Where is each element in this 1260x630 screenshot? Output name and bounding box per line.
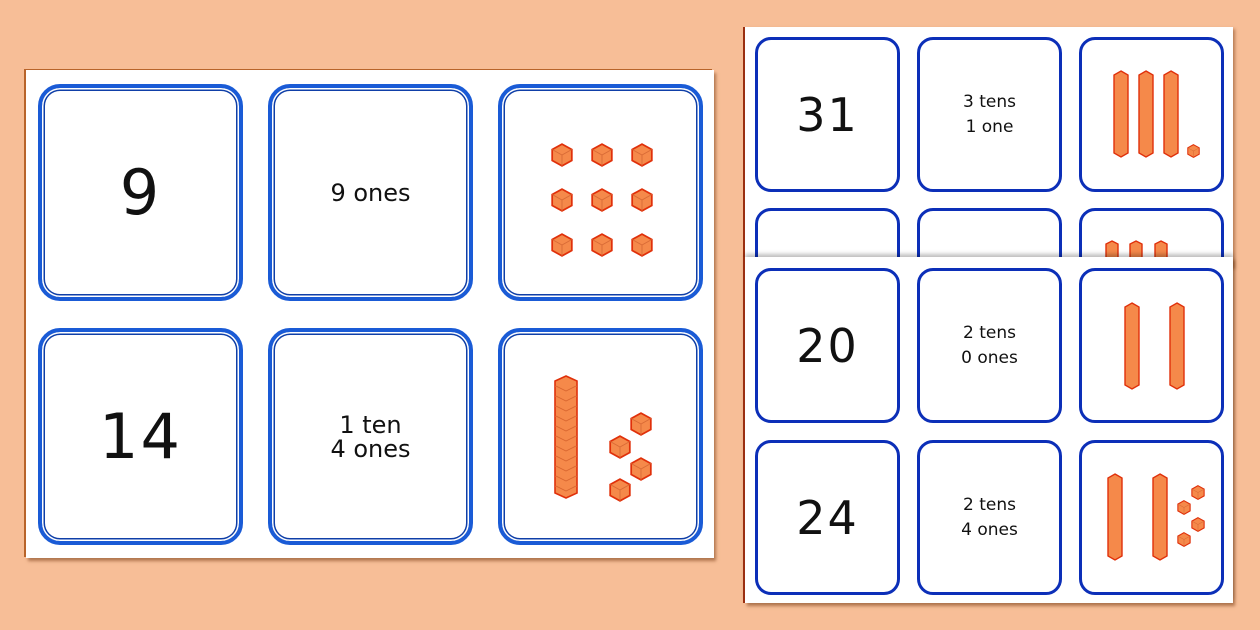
blocks-card-3-tens-1-one: [1079, 37, 1224, 192]
words-card-1-ten-4-ones: 1 ten 4 ones: [268, 328, 473, 545]
base-ten-blocks-icon: [1123, 301, 1185, 390]
left-card-sheet: 9 9 ones 14 1 ten 4 ones: [26, 70, 714, 558]
blocks-card-2-tens-4-ones: [1079, 440, 1224, 595]
words-line: 0 ones: [961, 347, 1018, 368]
numeral: 24: [796, 490, 859, 545]
words-card-9-ones: 9 ones: [268, 84, 473, 301]
right-front-card-sheet: 20 2 tens 0 ones 24 2 tens 4 ones: [745, 257, 1233, 603]
blocks-card-9-ones: [498, 84, 703, 301]
numeral: 14: [99, 400, 182, 473]
words-card-2-tens-4-ones: 2 tens 4 ones: [917, 440, 1062, 595]
blocks-card-2-tens-0-ones: [1079, 268, 1224, 423]
base-ten-blocks-icon: [1112, 69, 1200, 158]
words-line: 1 one: [965, 116, 1014, 137]
right-back-card-sheet: 31 3 tens 1 one: [745, 27, 1233, 363]
words-line: 2 tens: [963, 494, 1016, 515]
numeral: 20: [796, 318, 859, 373]
words-line: 3 tens: [963, 91, 1016, 112]
numeral-card-24: 24: [755, 440, 900, 595]
words-card-2-tens-0-ones: 2 tens 0 ones: [917, 268, 1062, 423]
base-ten-blocks-icon: [550, 142, 653, 257]
words-line: 1 ten: [339, 410, 402, 439]
blocks-card-1-ten-4-ones: [498, 328, 703, 545]
words-line: 4 ones: [330, 434, 411, 463]
words-line: 9 ones: [330, 178, 411, 207]
numeral: 9: [119, 156, 162, 229]
numeral: 31: [796, 87, 859, 142]
words-card-3-tens-1-one: 3 tens 1 one: [917, 37, 1062, 192]
words-line: 2 tens: [963, 322, 1016, 343]
numeral-card-9: 9: [38, 84, 243, 301]
base-ten-blocks-icon: [1106, 472, 1205, 561]
base-ten-blocks-icon: [553, 374, 652, 502]
numeral-card-31: 31: [755, 37, 900, 192]
numeral-card-14: 14: [38, 328, 243, 545]
numeral-card-20: 20: [755, 268, 900, 423]
words-line: 4 ones: [961, 519, 1018, 540]
